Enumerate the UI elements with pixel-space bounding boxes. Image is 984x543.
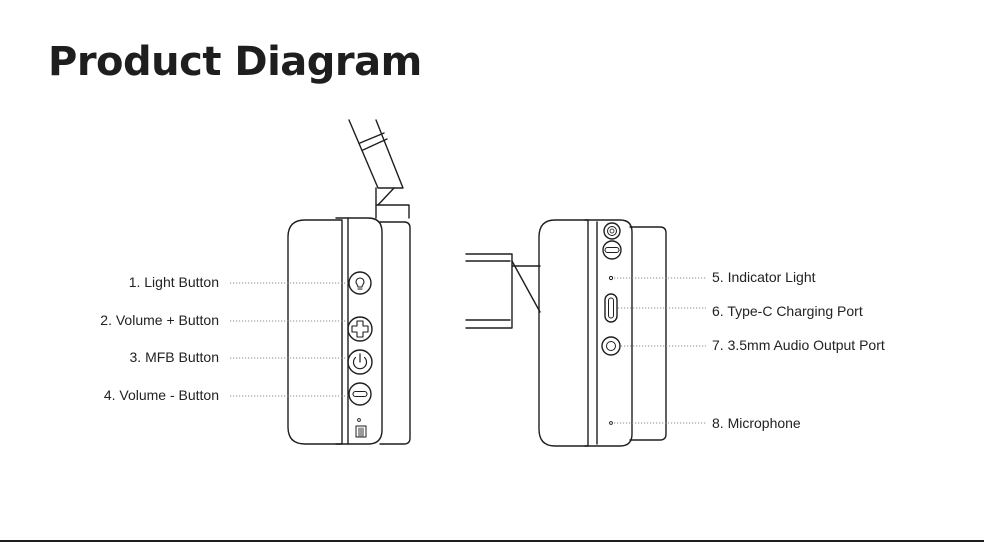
volume-down-button: [349, 383, 371, 405]
type-c-port: [605, 294, 617, 322]
left-earcup-body: [336, 218, 382, 444]
top-slot-button: [603, 241, 621, 259]
right-headband: [466, 254, 540, 328]
left-headband: [349, 120, 409, 218]
volume-up-button: [348, 317, 372, 341]
audio-output-port: [602, 337, 620, 355]
left-outer-shell: [380, 222, 410, 444]
left-ear-cushion: [288, 220, 342, 444]
light-button: [349, 272, 371, 294]
right-headphone-view: [466, 220, 666, 446]
indicator-light: [609, 276, 612, 279]
top-control: [604, 223, 620, 239]
leader-lines: [230, 278, 706, 423]
left-headphone-view: [288, 120, 410, 444]
mfb-button: [348, 350, 372, 374]
right-outer-shell: [630, 227, 666, 440]
bottom-divider: [0, 540, 984, 542]
left-bottom-slot: [356, 426, 366, 437]
right-earcup-body: [585, 220, 632, 446]
microphone: [610, 422, 613, 425]
right-ear-cushion: [539, 220, 588, 446]
left-mic-dot: [358, 419, 361, 422]
